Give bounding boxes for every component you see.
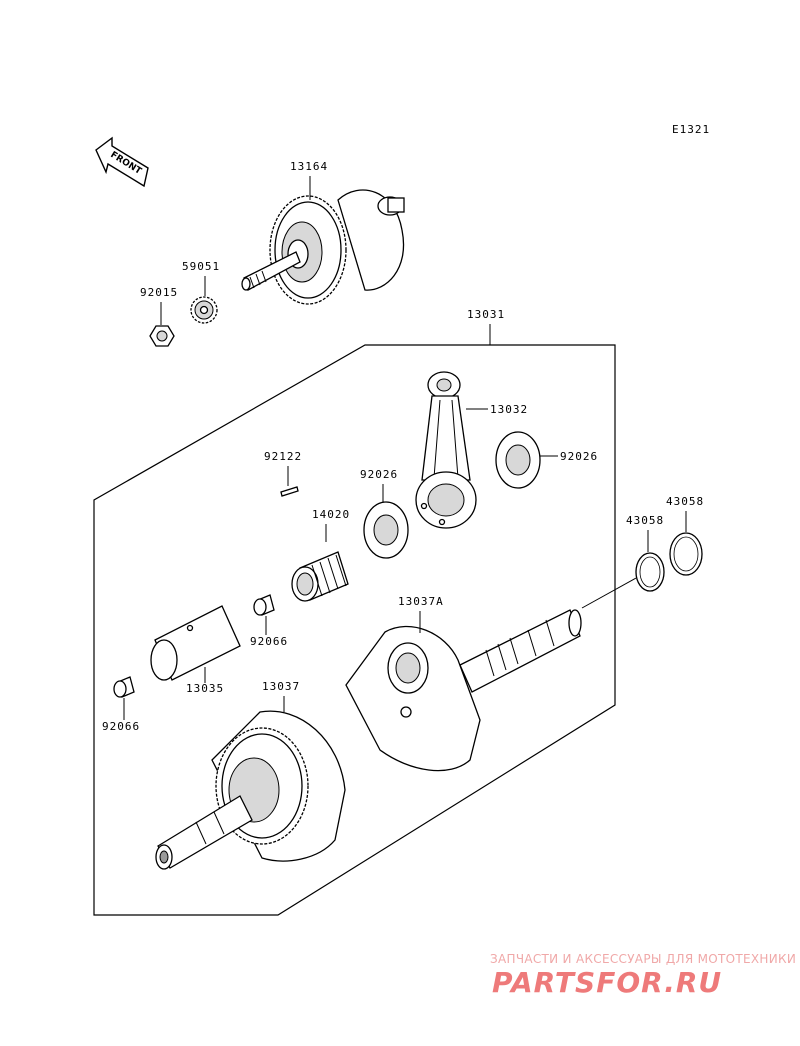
label-13037: 13037	[262, 680, 300, 693]
label-92122: 92122	[264, 450, 302, 463]
thrust-washer-92026-left	[363, 501, 409, 559]
label-13032: 13032	[490, 403, 528, 416]
balancer-shaft-13164	[241, 189, 405, 305]
label-13037a: 13037A	[398, 595, 444, 608]
gear-59051	[190, 296, 218, 324]
watermark-logo: PARTSFOR.RU	[492, 966, 722, 999]
label-13164: 13164	[290, 160, 328, 173]
label-14020: 14020	[312, 508, 350, 521]
label-92026-left: 92026	[360, 468, 398, 481]
crankshaft-half-13037	[155, 710, 346, 870]
thrust-washer-92026-right	[495, 431, 541, 489]
bushing-92066-left	[113, 676, 135, 698]
watermark-tagline: ЗАПЧАСТИ И АКСЕССУАРЫ ДЛЯ МОТОТЕХНИКИ	[490, 952, 796, 966]
label-43058-upper: 43058	[666, 495, 704, 508]
pin-92122	[280, 486, 299, 497]
crankshaft-half-13037a	[345, 609, 582, 772]
front-arrow-icon: FRONT	[95, 136, 149, 188]
connecting-rod-13032	[415, 371, 477, 529]
label-13035: 13035	[186, 682, 224, 695]
label-92015: 92015	[140, 286, 178, 299]
needle-bearing-14020	[291, 551, 349, 602]
crank-pin-13035	[150, 605, 241, 681]
circlip-43058-lower	[635, 552, 665, 592]
label-92066-left: 92066	[102, 720, 140, 733]
label-43058-lower: 43058	[626, 514, 664, 527]
assembly-frame	[93, 344, 616, 916]
label-92026-right: 92026	[560, 450, 598, 463]
bushing-92066-mid	[253, 594, 275, 616]
circlip-43058-upper	[669, 532, 703, 576]
label-59051: 59051	[182, 260, 220, 273]
diagram-code: E1321	[672, 123, 710, 136]
nut-92015	[149, 325, 175, 347]
label-92066-mid: 92066	[250, 635, 288, 648]
label-13031: 13031	[467, 308, 505, 321]
